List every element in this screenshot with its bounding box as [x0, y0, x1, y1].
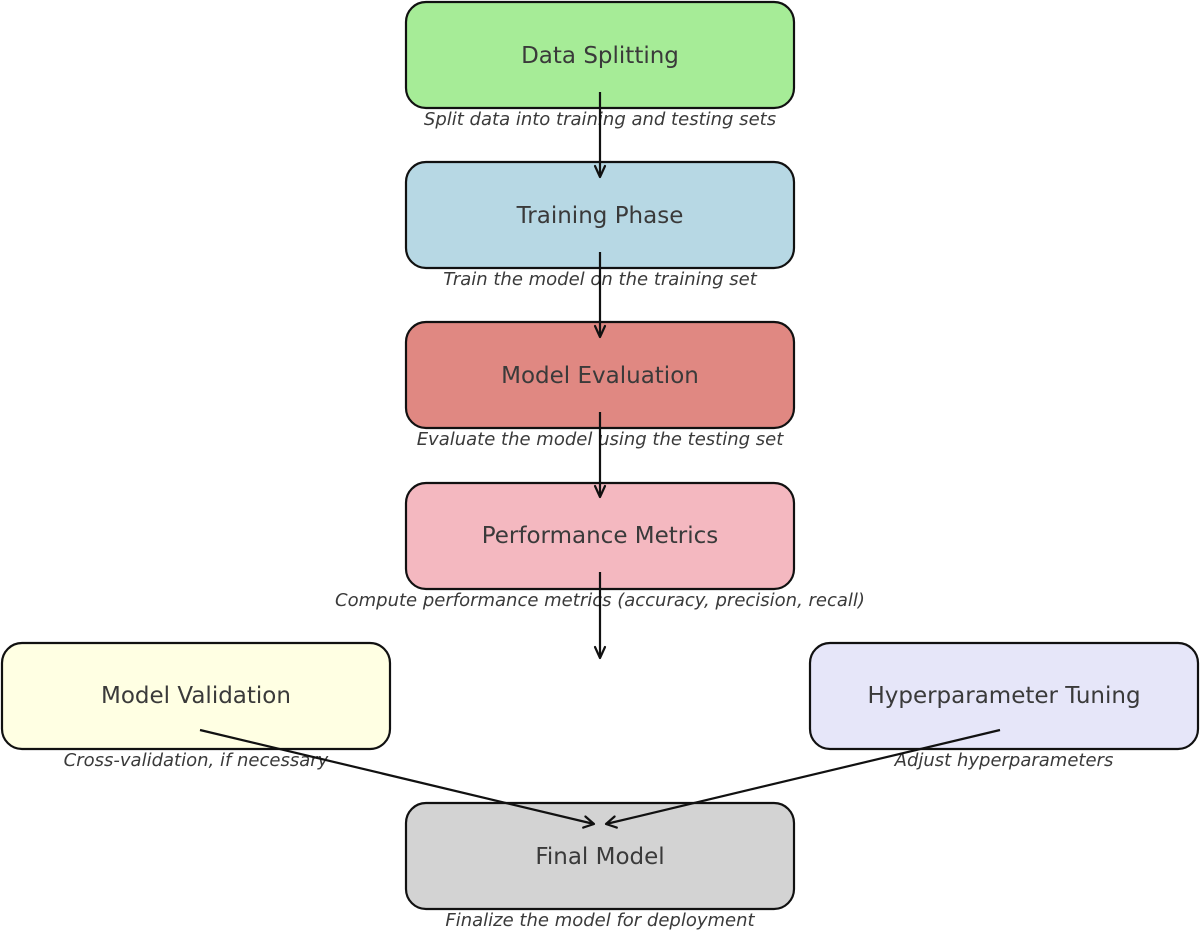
node-title-model-validation: Model Validation: [101, 683, 291, 709]
arrowhead-data-splitting-to-training-phase: [593, 164, 607, 179]
node-title-training-phase: Training Phase: [516, 203, 684, 229]
arrowhead-training-phase-to-model-evaluation: [593, 324, 607, 339]
node-desc-final-model: Finalize the model for deployment: [445, 910, 755, 931]
node-box-hyperparameter-tuning: [808, 641, 1200, 751]
arrow-hyperparameter-tuning-to-final-model: [605, 728, 1001, 826]
arrowhead-model-evaluation-to-performance-metrics: [593, 484, 607, 499]
node-title-performance-metrics: Performance Metrics: [482, 523, 719, 549]
arrowhead-model-validation-to-final-model: [582, 815, 596, 829]
arrow-model-validation-to-final-model: [199, 728, 595, 826]
node-title-final-model: Final Model: [535, 844, 664, 870]
node-title-model-evaluation: Model Evaluation: [501, 363, 699, 389]
node-desc-hyperparameter-tuning: Adjust hyperparameters: [894, 750, 1114, 771]
node-box-final-model: [404, 801, 796, 911]
arrowhead-performance-metrics-down: [593, 645, 607, 660]
arrowhead-hyperparameter-tuning-to-final-model: [604, 815, 618, 829]
node-box-model-validation: [0, 641, 392, 751]
node-title-hyperparameter-tuning: Hyperparameter Tuning: [867, 683, 1140, 709]
node-title-data-splitting: Data Splitting: [521, 43, 679, 69]
node-desc-model-validation: Cross-validation, if necessary: [64, 750, 329, 771]
